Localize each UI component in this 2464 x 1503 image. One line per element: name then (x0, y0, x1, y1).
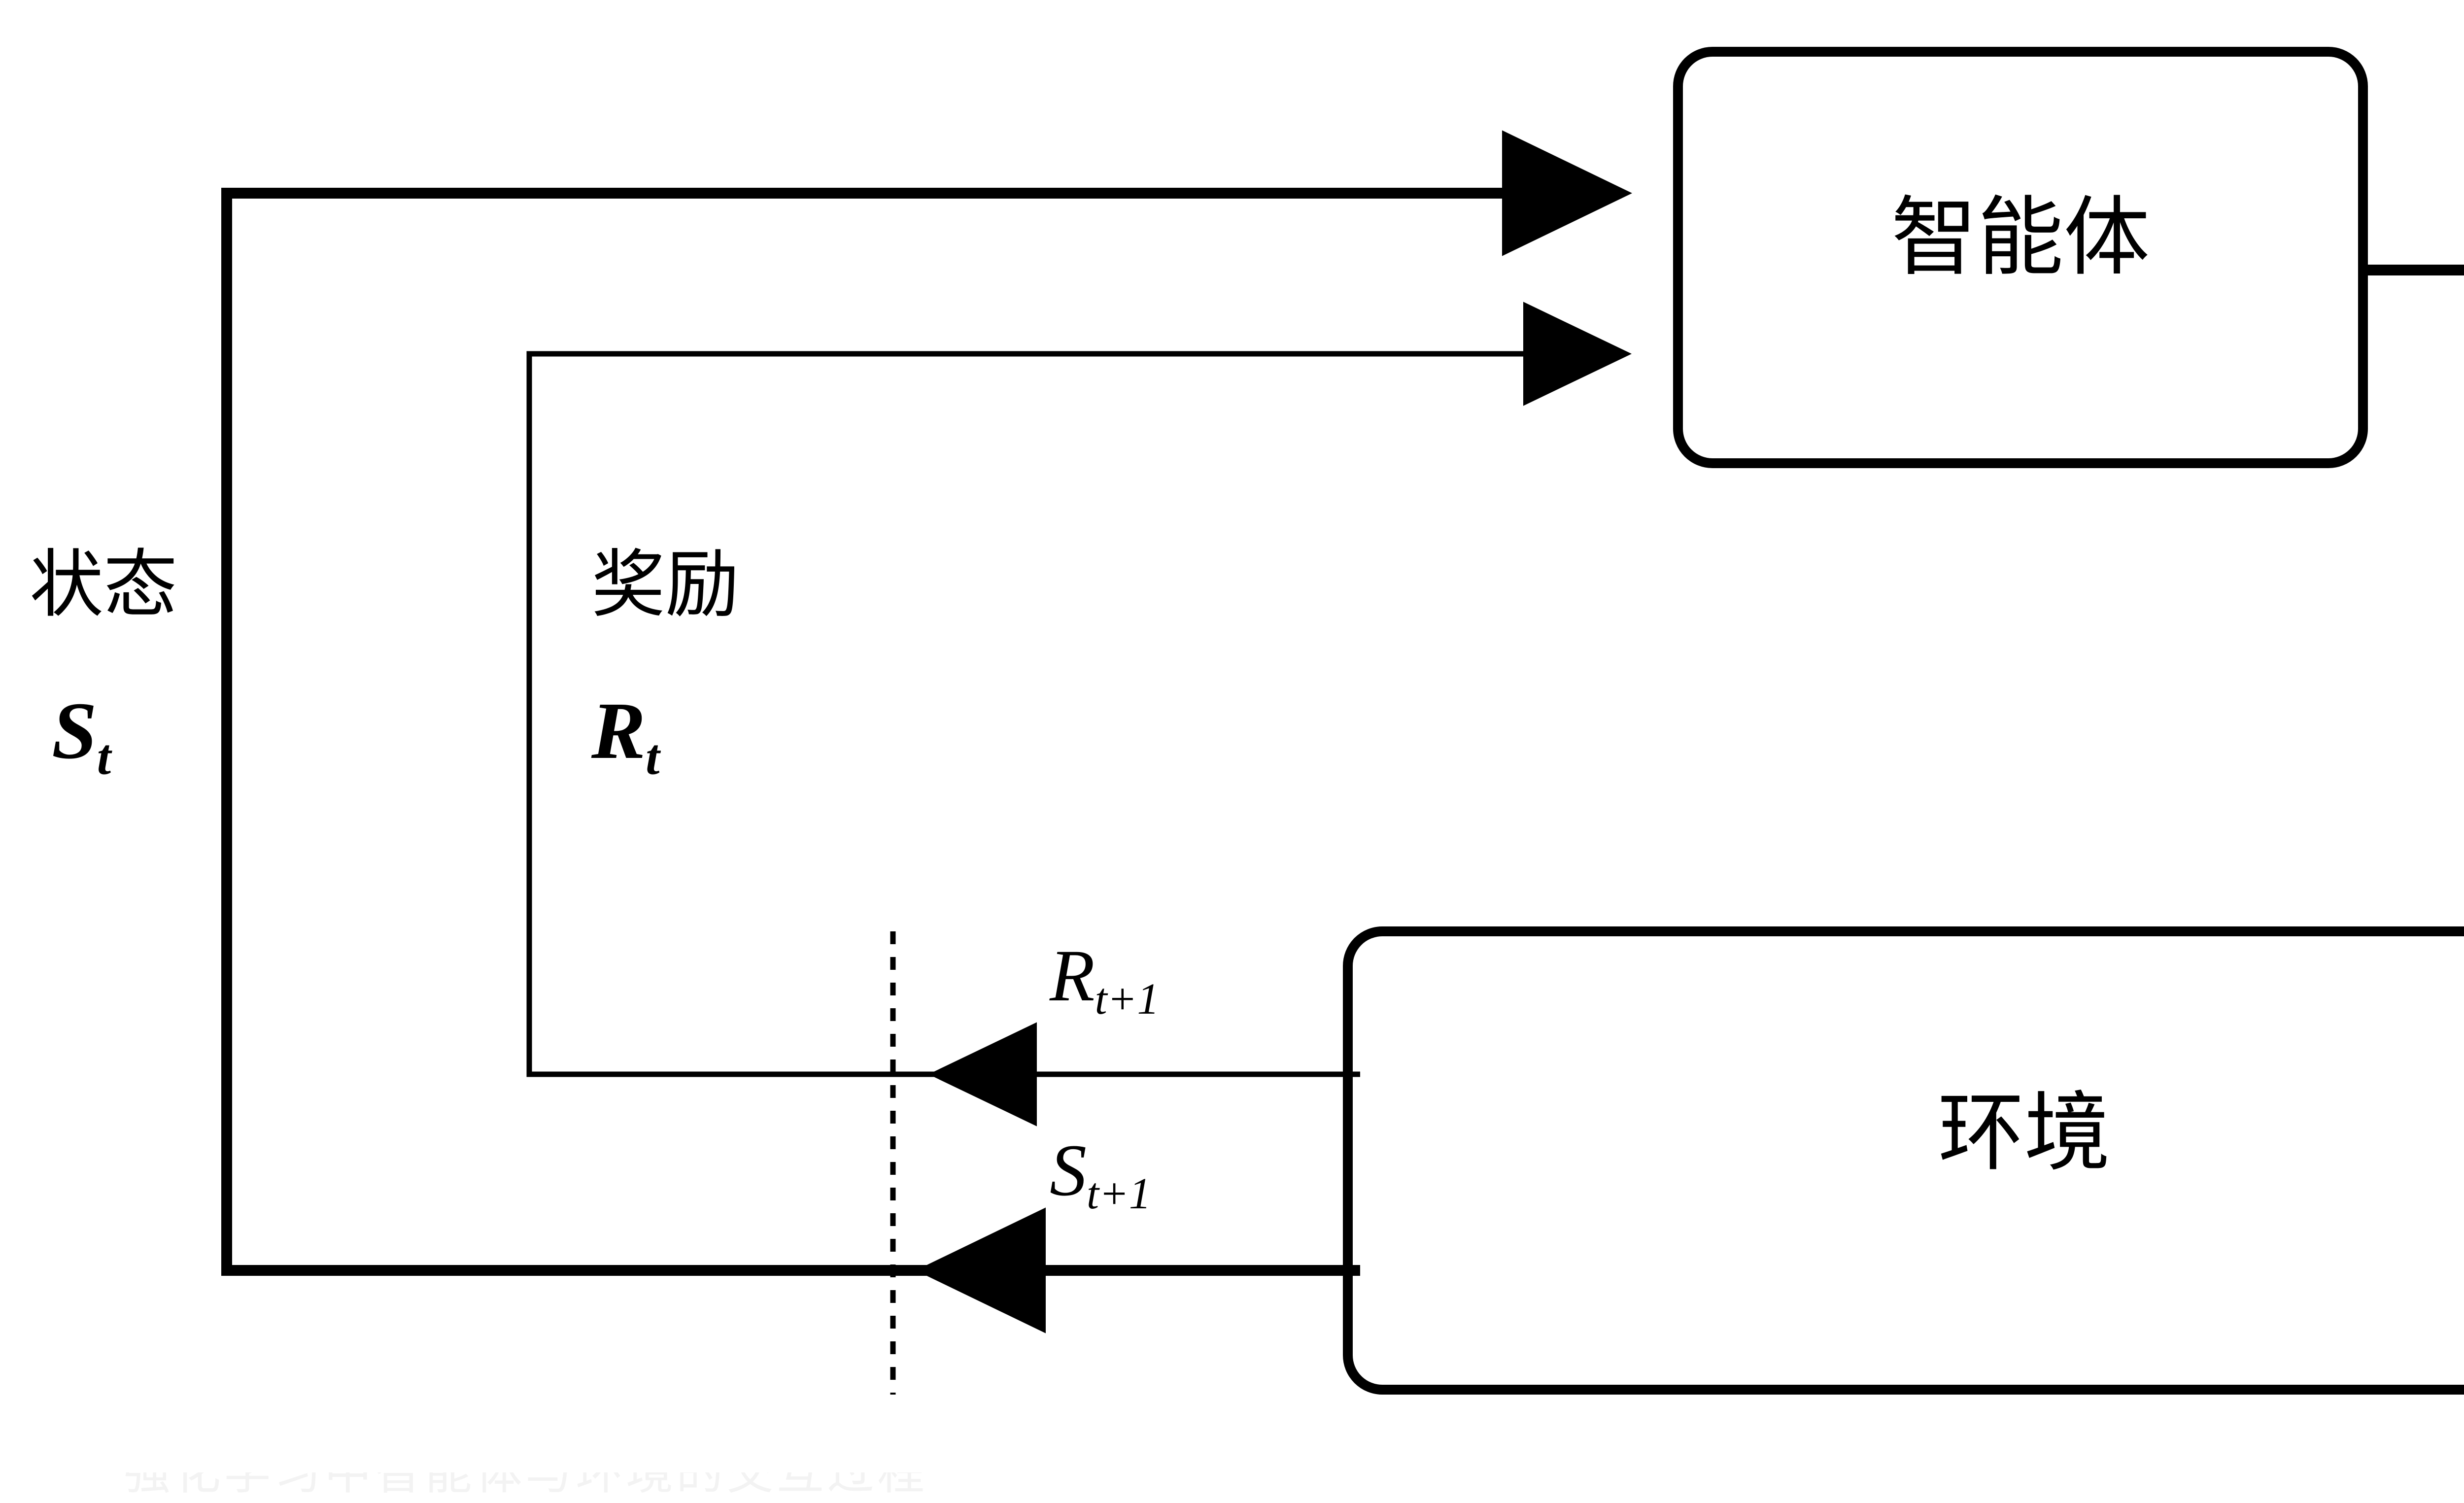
reward-symbol-sub: t (646, 729, 660, 786)
state-path-line (221, 130, 1632, 1276)
reward-symbol-base: R (591, 685, 646, 776)
connector-reward-path (526, 302, 1632, 1127)
state-next-sub: t+1 (1087, 1169, 1151, 1218)
state-next-base: S (1050, 1129, 1087, 1211)
figure-caption-text: 强化学习中智能体与环境的交互过程 (123, 1472, 927, 1503)
environment-label: 环境 (1938, 1083, 2111, 1183)
reward-next-sub: t+1 (1095, 975, 1160, 1024)
connector-state-path (221, 130, 1632, 1333)
agent-label: 智能体 (1891, 188, 2150, 288)
figure-caption-clipped: 强化学习中智能体与环境的交互过程 (0, 1472, 2464, 1503)
state-label-text: 状态 (30, 542, 178, 628)
state-symbol-base: S (52, 685, 97, 776)
agent-box[interactable] (1673, 47, 2368, 468)
reward-next-label: Rt+1 (1050, 939, 1159, 1022)
state-symbol: St (52, 690, 111, 783)
reward-symbol: Rt (591, 690, 660, 783)
state-symbol-sub: t (97, 729, 112, 786)
state-next-label: St+1 (1050, 1133, 1151, 1216)
reward-label-text: 奖励 (591, 542, 740, 628)
node-agent[interactable] (1673, 47, 2368, 468)
node-environment[interactable] (1343, 926, 2464, 1395)
reward-next-base: R (1050, 935, 1095, 1017)
environment-box[interactable] (1343, 926, 2464, 1395)
